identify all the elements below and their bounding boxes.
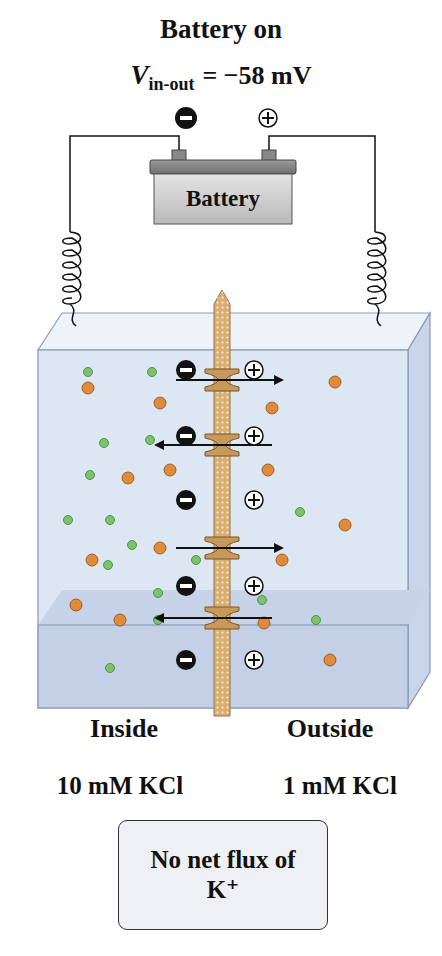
positive-charge	[245, 491, 263, 509]
electrode-coil	[368, 232, 386, 326]
chloride-ion	[148, 368, 157, 377]
membrane	[214, 290, 230, 716]
chloride-ion	[64, 516, 73, 525]
negative-terminal-symbol	[175, 107, 197, 129]
potassium-ion	[122, 472, 134, 484]
voltage-symbol: V	[130, 60, 148, 91]
positive-charge	[245, 651, 263, 669]
battery-box: Battery	[154, 174, 292, 224]
concentration-label: 1 mM KCl	[283, 772, 397, 800]
potassium-ion	[70, 599, 82, 611]
potassium-ion	[329, 376, 341, 388]
potassium-ion	[262, 464, 274, 476]
flux-arrow	[176, 547, 282, 549]
wire	[70, 136, 179, 232]
chloride-ion	[106, 516, 115, 525]
voltage-value: = −58 mV	[202, 61, 311, 91]
flux-arrow	[176, 379, 282, 381]
chloride-ion	[154, 616, 163, 625]
potassium-ion	[339, 519, 351, 531]
positive-charge	[245, 577, 263, 595]
chloride-ion	[258, 596, 267, 605]
chloride-ion	[128, 541, 137, 550]
battery-lid	[150, 160, 296, 174]
voltage-subscript: in-out	[148, 74, 194, 95]
potassium-ion	[324, 654, 336, 666]
chloride-ion	[100, 439, 109, 448]
electrode-coil	[63, 232, 81, 326]
node-text: Battery	[186, 185, 260, 213]
potassium-ion	[276, 554, 288, 566]
potassium-ion	[82, 382, 94, 394]
negative-charge	[176, 490, 196, 510]
negative-charge	[176, 650, 196, 670]
chloride-ion	[146, 436, 155, 445]
chloride-ion	[312, 616, 321, 625]
potassium-ion	[164, 464, 176, 476]
chloride-ion	[86, 471, 95, 480]
potassium-ion	[86, 554, 98, 566]
positive-charge	[245, 427, 263, 445]
chloride-ion	[106, 664, 115, 673]
side-label: Outside	[287, 714, 374, 744]
concentration-label: 10 mM KCl	[57, 772, 183, 800]
title-label: Battery on	[160, 14, 282, 45]
positive-terminal-symbol	[259, 109, 277, 127]
chloride-ion	[84, 368, 93, 377]
battery-body	[154, 174, 292, 224]
chloride-ion	[296, 508, 305, 517]
positive-charge	[245, 361, 263, 379]
side-label: Inside	[90, 714, 158, 744]
potassium-ion	[154, 542, 166, 554]
potassium-ion	[154, 397, 166, 409]
negative-charge	[176, 576, 196, 596]
chloride-ion	[192, 556, 201, 565]
negative-charge	[176, 426, 196, 446]
wire	[269, 136, 375, 232]
result-box: No net flux of K⁺	[118, 820, 328, 930]
voltage-label: Vin-out= −58 mV	[130, 60, 311, 91]
negative-charge	[176, 360, 196, 380]
node-text: No net flux of K⁺	[133, 845, 313, 905]
chloride-ion	[154, 589, 163, 598]
chloride-ion	[104, 561, 113, 570]
potassium-ion	[114, 614, 126, 626]
flux-arrow	[156, 617, 272, 619]
potassium-ion	[266, 402, 278, 414]
